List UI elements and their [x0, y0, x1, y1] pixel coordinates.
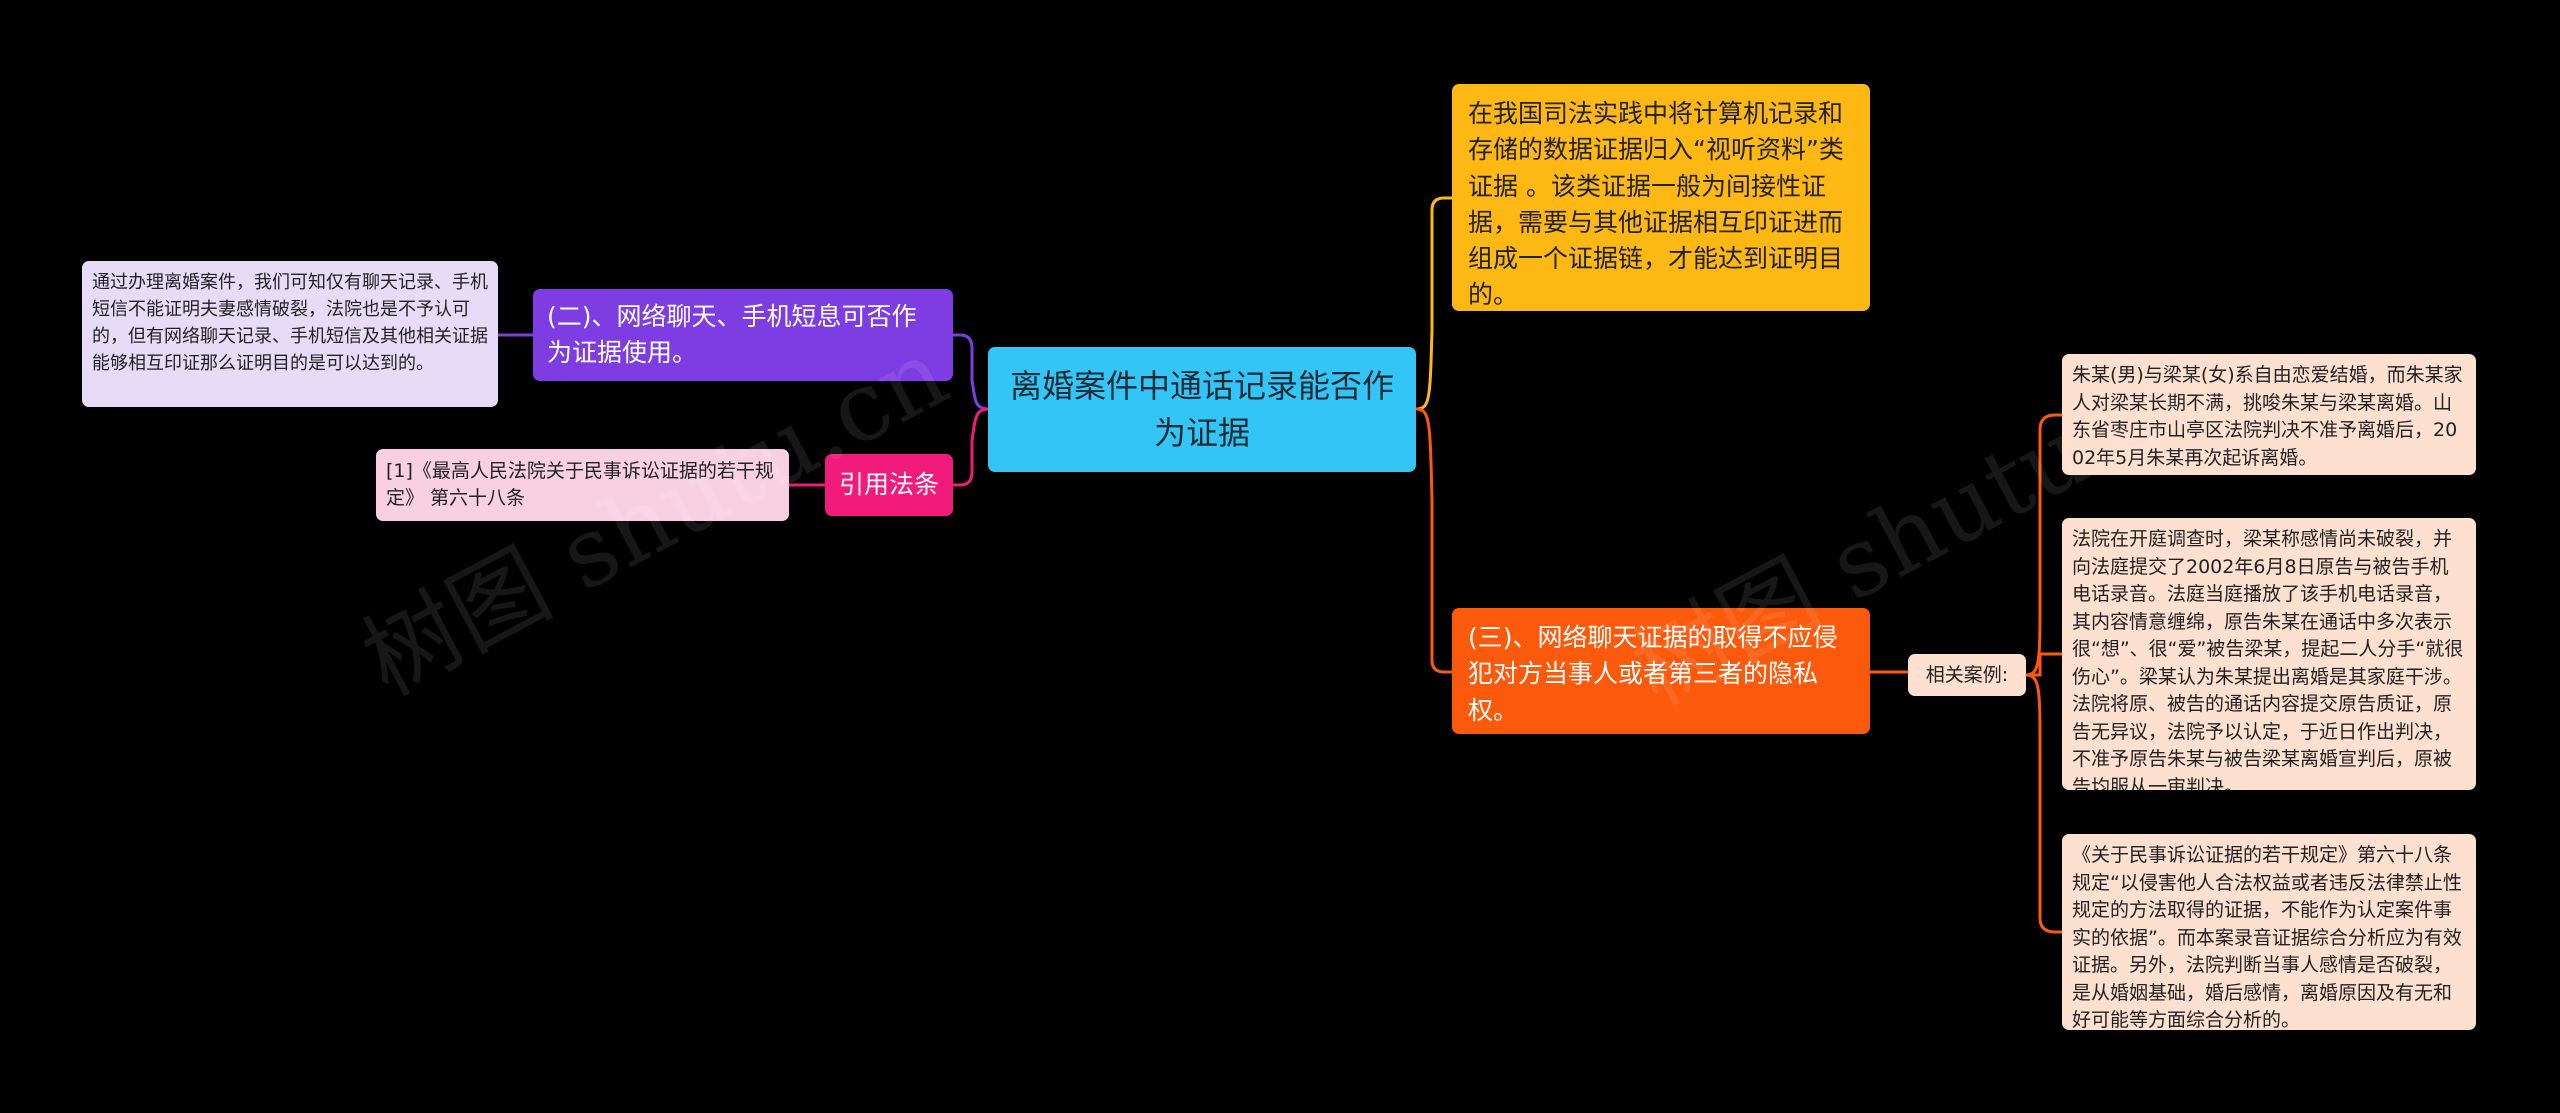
link-center-to-b3 — [1415, 407, 1452, 674]
related-cases-label[interactable]: 相关案例: — [1908, 654, 2026, 696]
link-center-to-b2 — [953, 333, 989, 411]
link-cases-to-c3 — [2025, 673, 2062, 934]
link-cases-to-c1 — [2025, 413, 2062, 677]
link-center-to-cite — [953, 407, 989, 487]
link-cases-to-c2 — [2026, 652, 2062, 677]
central-topic[interactable]: 离婚案件中通话记录能否作为证据 — [988, 347, 1416, 472]
branch-evidence-classification[interactable]: 在我国司法实践中将计算机记录和存储的数据证据归入“视听资料”类证据 。该类证据一… — [1452, 84, 1870, 311]
chat-sms-leaf[interactable]: 通过办理离婚案件，我们可知仅有聊天记录、手机短信不能证明夫妻感情破裂，法院也是不… — [82, 261, 498, 407]
branch-privacy[interactable]: (三)、网络聊天证据的取得不应侵犯对方当事人或者第三者的隐私权。 — [1452, 608, 1870, 734]
cited-law-leaf[interactable]: [1]《最高人民法院关于民事诉讼证据的若干规定》 第六十八条 — [376, 449, 789, 521]
link-center-to-b1 — [1415, 196, 1452, 411]
branch-chat-sms-evidence[interactable]: (二)、网络聊天、手机短息可否作为证据使用。 — [533, 289, 953, 381]
branch-cited-law[interactable]: 引用法条 — [825, 454, 953, 516]
case-leaf-2[interactable]: 法院在开庭调查时，梁某称感情尚未破裂，并向法庭提交了2002年6月8日原告与被告… — [2062, 518, 2476, 790]
case-leaf-1[interactable]: 朱某(男)与梁某(女)系自由恋爱结婚，而朱某家人对梁某长期不满，挑唆朱某与梁某离… — [2062, 354, 2476, 475]
case-leaf-3[interactable]: 《关于民事诉讼证据的若干规定》第六十八条规定“以侵害他人合法权益或者违反法律禁止… — [2062, 834, 2476, 1030]
